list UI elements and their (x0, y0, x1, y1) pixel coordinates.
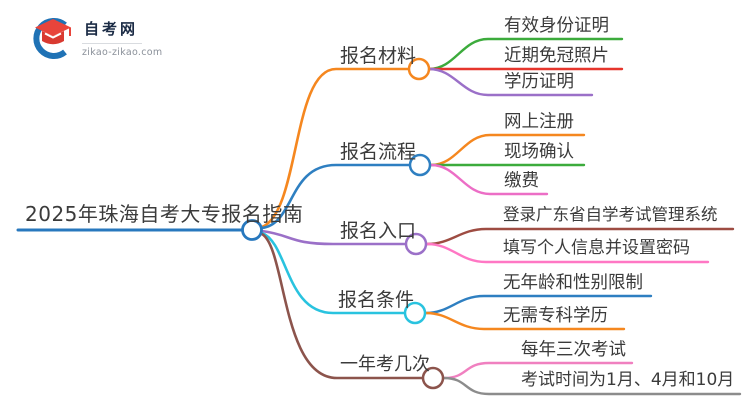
branch-1-label[interactable]: 报名材料 (340, 45, 417, 67)
graduation-cap-icon (33, 18, 71, 59)
site-logo: 自考网 zikao-zikao.com (28, 12, 162, 60)
leaf-2-1-line (429, 133, 586, 167)
root-node-label[interactable]: 2025年珠海自考大专报名指南 (25, 202, 304, 226)
leaf-2-3-label[interactable]: 缴费 (504, 171, 539, 191)
branch-5-node-circle[interactable] (421, 366, 445, 390)
logo-text-block: 自考网 zikao-zikao.com (82, 12, 162, 58)
logo-divider (82, 43, 142, 44)
leaf-1-1-line (427, 37, 624, 71)
leaf-4-2-label[interactable]: 无需专科学历 (503, 306, 608, 326)
leaf-3-1-label[interactable]: 登录广东省自学考试管理系统 (503, 205, 718, 224)
leaf-3-2-label[interactable]: 填写个人信息并设置密码 (503, 238, 690, 258)
branch-2-node-circle[interactable] (408, 153, 432, 177)
leaf-1-1-label[interactable]: 有效身份证明 (504, 16, 609, 36)
leaf-5-1-label[interactable]: 每年三次考试 (521, 340, 626, 360)
logo-domain: zikao-zikao.com (82, 47, 163, 58)
leaf-4-1-label[interactable]: 无年龄和性别限制 (503, 273, 643, 293)
leaf-4-2-line (424, 311, 626, 331)
leaf-1-3-line (427, 67, 594, 97)
branch-1-node-circle[interactable] (407, 57, 431, 81)
branch-2-label[interactable]: 报名流程 (340, 141, 417, 163)
branch-4-line (260, 231, 406, 315)
logo-title: 自考网 (84, 20, 139, 38)
branch-3-node-circle[interactable] (404, 232, 428, 256)
branch-5-line (260, 232, 424, 380)
leaf-3-2-line (425, 242, 710, 264)
branch-3-line (260, 229, 407, 246)
branch-3-label[interactable]: 报名入口 (340, 220, 417, 242)
leaf-1-3-label[interactable]: 学历证明 (504, 72, 574, 92)
leaf-2-1-label[interactable]: 网上注册 (504, 112, 574, 132)
leaf-5-2-line (442, 376, 742, 396)
leaf-2-3-line (429, 163, 549, 196)
branch-2-line (260, 163, 411, 230)
root-node-circle[interactable] (241, 219, 263, 241)
branch-4-node-circle[interactable] (403, 301, 427, 325)
leaf-1-2-label[interactable]: 近期免冠照片 (504, 46, 609, 66)
branch-4-label[interactable]: 报名条件 (338, 289, 415, 311)
leaf-5-2-label[interactable]: 考试时间为1月、4月和10月 (521, 370, 735, 390)
leaf-2-2-label[interactable]: 现场确认 (504, 142, 574, 162)
branch-1-line (260, 67, 410, 229)
branch-5-label[interactable]: 一年考几次 (340, 354, 430, 375)
